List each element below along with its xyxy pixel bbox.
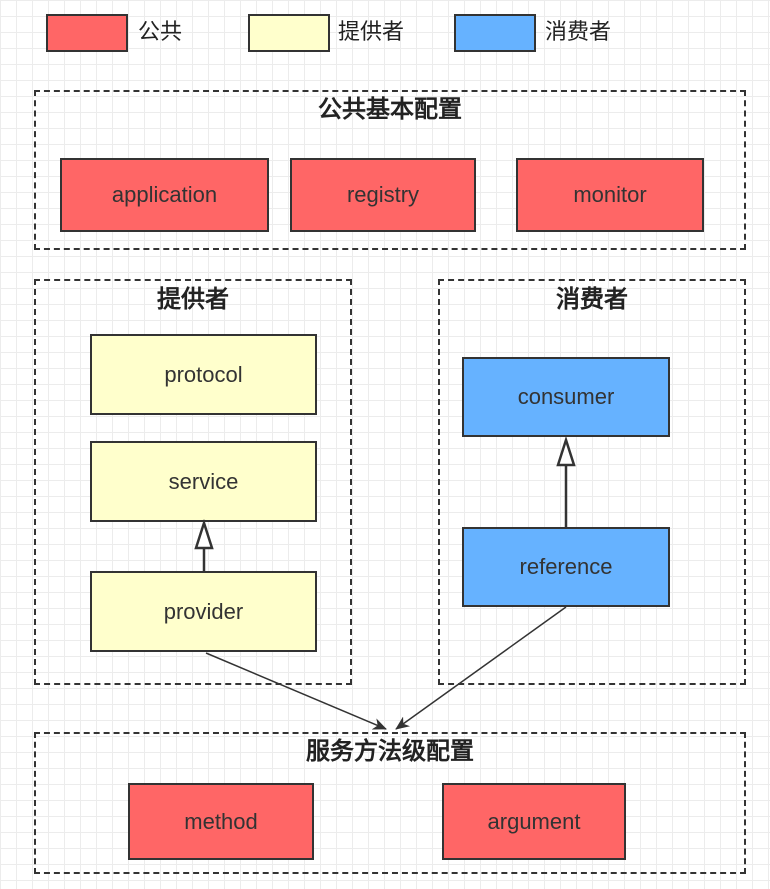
- public-config-title: 公共基本配置: [318, 95, 462, 123]
- node-consumer[interactable]: consumer: [462, 357, 670, 437]
- method-config-title: 服务方法级配置: [306, 737, 474, 765]
- node-monitor[interactable]: monitor: [516, 158, 704, 232]
- edge-provider-to-method-config: [205, 652, 387, 730]
- node-application[interactable]: application: [60, 158, 269, 232]
- node-method[interactable]: method: [128, 783, 314, 860]
- legend-swatch-consumer: [454, 14, 536, 52]
- edge-reference-to-method-config: [395, 606, 567, 730]
- legend-label-public: 公共: [138, 20, 183, 45]
- node-provider[interactable]: provider: [90, 571, 317, 652]
- node-reference[interactable]: reference: [462, 527, 670, 607]
- legend-label-consumer: 消费者: [545, 20, 612, 45]
- method-config-group: [34, 732, 746, 874]
- legend-swatch-public: [46, 14, 128, 52]
- provider-group: [34, 279, 352, 685]
- node-protocol[interactable]: protocol: [90, 334, 317, 415]
- node-argument[interactable]: argument: [442, 783, 626, 860]
- legend-swatch-provider: [248, 14, 330, 52]
- provider-title: 提供者: [157, 285, 229, 313]
- arrowhead-consumer: [556, 435, 576, 467]
- public-config-group: [34, 90, 746, 250]
- node-registry[interactable]: registry: [290, 158, 476, 232]
- consumer-title: 消费者: [556, 285, 628, 313]
- legend-label-provider: 提供者: [338, 20, 405, 45]
- consumer-group: [438, 279, 746, 685]
- arrowhead-service: [194, 518, 214, 550]
